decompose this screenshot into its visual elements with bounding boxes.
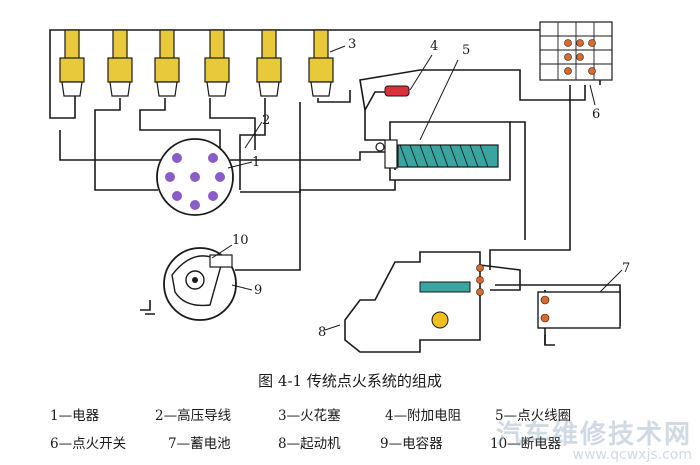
callout-label: 2 bbox=[262, 113, 270, 128]
callout-label: 9 bbox=[254, 283, 262, 298]
figure-caption: 图 4-1 传统点火系统的组成 bbox=[258, 372, 442, 390]
legend-item: 7—蓄电池 bbox=[168, 436, 231, 452]
distributor-cap-icon bbox=[156, 138, 234, 216]
legend-item: 3—火花塞 bbox=[278, 408, 341, 424]
callout-label: 3 bbox=[348, 37, 356, 52]
callout-label: 6 bbox=[592, 107, 600, 122]
spark-plugs bbox=[59, 29, 334, 97]
callout-label: 4 bbox=[430, 39, 438, 54]
starter-motor-icon bbox=[344, 251, 484, 353]
battery-icon bbox=[537, 291, 621, 329]
ignition-switch-icon bbox=[539, 21, 613, 81]
watermark-title: 汽车维修技术网 bbox=[495, 420, 692, 450]
callout-label: 5 bbox=[462, 43, 470, 58]
spark-plug-icon bbox=[308, 29, 334, 97]
callout-label: 10 bbox=[232, 233, 249, 248]
watermark-url: www.qcwxjs.com bbox=[572, 447, 692, 463]
spark-plug-icon bbox=[154, 29, 180, 97]
spark-plug-icon bbox=[256, 29, 282, 97]
ignition-system-diagram: 1 2 3 4 5 6 7 8 9 10 bbox=[49, 21, 630, 353]
legend-item: 8—起动机 bbox=[278, 436, 341, 452]
breaker-icon bbox=[163, 247, 237, 321]
wiring bbox=[49, 29, 621, 346]
legend-item: 2—高压导线 bbox=[155, 408, 232, 424]
callout-label: 1 bbox=[252, 155, 260, 170]
legend-item: 9—电容器 bbox=[380, 436, 443, 452]
legend-item: 4—附加电阻 bbox=[385, 408, 462, 424]
callout-label: 8 bbox=[318, 325, 326, 340]
capacitor-icon bbox=[209, 254, 233, 268]
resistor-icon bbox=[384, 85, 410, 97]
watermark: 汽车维修技术网 www.qcwxjs.com bbox=[496, 414, 692, 463]
legend-item: 10—断电器 bbox=[490, 436, 562, 452]
spark-plug-icon bbox=[204, 29, 230, 97]
callout-leaders bbox=[211, 45, 623, 331]
ignition-coil-icon bbox=[375, 139, 499, 169]
legend-item: 1—电器 bbox=[50, 408, 100, 424]
spark-plug-icon bbox=[59, 29, 85, 97]
legend-item: 6—点火开关 bbox=[50, 436, 127, 452]
callout-label: 7 bbox=[622, 261, 630, 276]
spark-plug-icon bbox=[107, 29, 133, 97]
legend-item: 5—点火线圈 bbox=[495, 408, 572, 424]
